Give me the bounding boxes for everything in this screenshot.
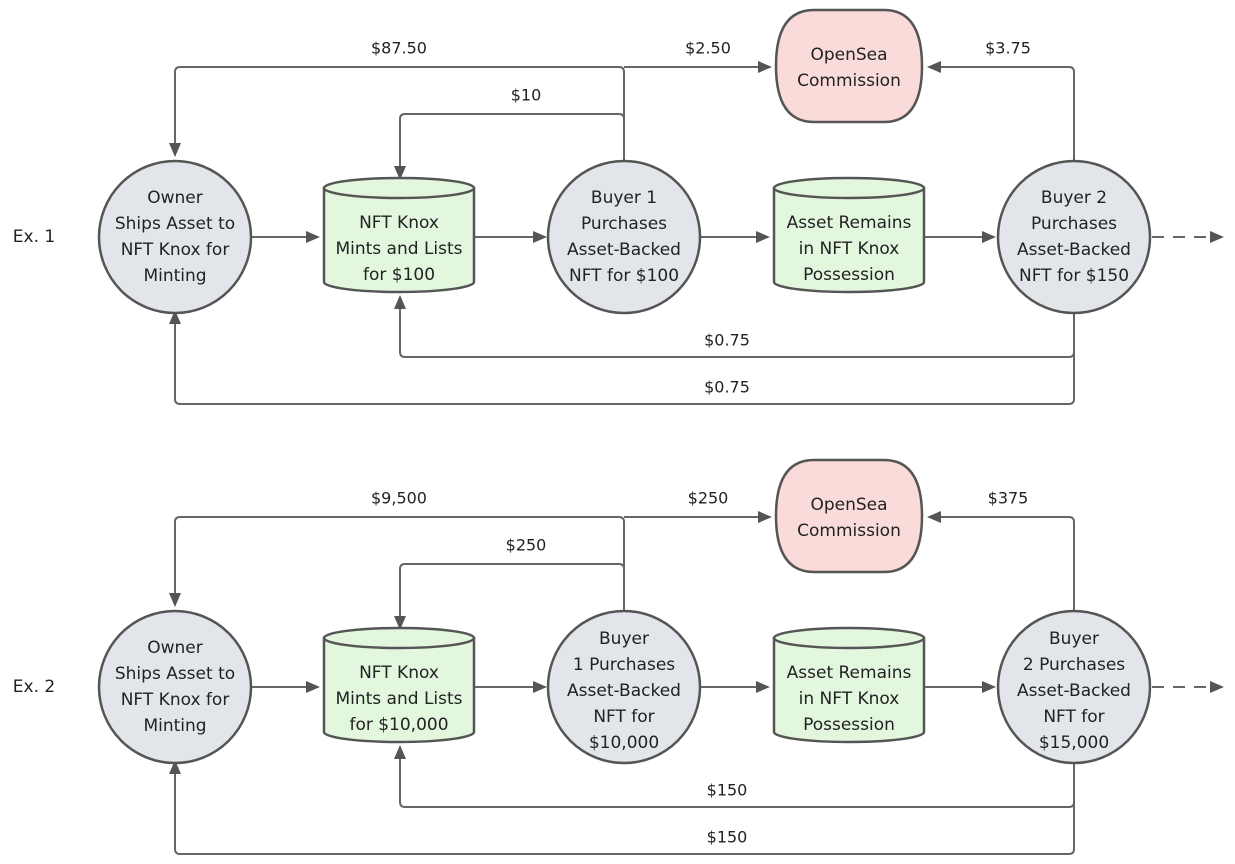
remains-text-line: in NFT Knox: [799, 689, 900, 709]
opensea-text-line: OpenSea: [810, 45, 887, 65]
owner-circle: [97, 609, 253, 765]
buyer1-text-line: Asset-Backed: [567, 240, 681, 260]
edge-buyer2-to-owner: [169, 310, 1075, 405]
remains-text-line: in NFT Knox: [799, 239, 900, 259]
edge-buyer2-to-opensea: [927, 61, 1075, 160]
buyer2-text-line: Asset-Backed: [1017, 681, 1131, 701]
edge-buyer1-to-owner: [169, 66, 625, 160]
amount-label-owner: $9,500: [371, 489, 427, 508]
owner-text-line: NFT Knox for: [121, 240, 230, 260]
edge-buyer1-to-knox: [394, 563, 625, 630]
knox-cylinder-top: [322, 626, 476, 650]
buyer2-text-line: Buyer: [1049, 629, 1099, 649]
knox-cylinder-top: [322, 176, 476, 200]
buyer2-text-line: Purchases: [1031, 214, 1117, 234]
amount-label-buyer2-owner: $0.75: [704, 378, 750, 397]
buyer2-text-line: Buyer 2: [1041, 188, 1107, 208]
amount-label-buyer2-opensea: $3.75: [985, 39, 1031, 58]
buyer2-circle: [996, 609, 1152, 765]
knox-text-line: Mints and Lists: [335, 239, 462, 259]
opensea-text-line: OpenSea: [810, 495, 887, 515]
remains-cylinder-top: [772, 176, 926, 200]
owner-text-line: Minting: [143, 266, 206, 286]
buyer1-text-line: Purchases: [581, 214, 667, 234]
knox-text-line: Mints and Lists: [335, 689, 462, 709]
buyer1-text-line: Buyer: [599, 629, 649, 649]
edge-buyer1-to-owner: [169, 516, 625, 610]
knox-text-line: for $10,000: [349, 715, 448, 735]
knox-text-line: NFT Knox: [359, 663, 439, 683]
buyer2-text-line: Asset-Backed: [1017, 240, 1131, 260]
remains-cylinder-body: [772, 186, 926, 294]
example-label: Ex. 2: [13, 677, 55, 697]
owner-text-line: Ships Asset to: [115, 214, 235, 234]
amount-label-buyer2-knox: $0.75: [704, 331, 750, 350]
buyer1-text-line: Asset-Backed: [567, 681, 681, 701]
buyer1-circle: [546, 159, 702, 315]
remains-text-line: Possession: [803, 715, 895, 735]
remains-cylinder-top: [772, 626, 926, 650]
buyer2-text-line: NFT for: [1043, 707, 1104, 727]
amount-label-buyer2-opensea: $375: [988, 489, 1029, 508]
buyer1-text-line: NFT for: [593, 707, 654, 727]
amount-label-buyer1-knox: $10: [511, 86, 542, 105]
amount-label-buyer2-knox: $150: [707, 781, 748, 800]
remains-text-line: Asset Remains: [787, 213, 912, 233]
remains-text-line: Asset Remains: [787, 663, 912, 683]
buyer1-text-line: NFT for $100: [569, 266, 679, 286]
remains-text-line: Possession: [803, 265, 895, 285]
amount-label-buyer1-opensea: $2.50: [685, 39, 731, 58]
knox-cylinder-body: [322, 636, 476, 744]
buyer2-text-line: NFT for $150: [1019, 266, 1129, 286]
edge-buyer2-to-opensea: [927, 511, 1075, 610]
edge-buyer2-to-owner: [169, 760, 1075, 855]
knox-cylinder-body: [322, 186, 476, 294]
amount-label-buyer2-owner: $150: [707, 828, 748, 847]
knox-text-line: NFT Knox: [359, 213, 439, 233]
buyer2-text-line: 2 Purchases: [1023, 655, 1125, 675]
owner-text-line: Owner: [147, 638, 203, 658]
owner-text-line: Owner: [147, 188, 203, 208]
buyer1-text-line: Buyer 1: [591, 188, 657, 208]
opensea-shape: [774, 458, 924, 574]
opensea-shape: [774, 8, 924, 124]
amount-label-owner: $87.50: [371, 39, 427, 58]
owner-text-line: NFT Knox for: [121, 690, 230, 710]
remains-cylinder-body: [772, 636, 926, 744]
owner-text-line: Ships Asset to: [115, 664, 235, 684]
amount-label-buyer1-opensea: $250: [688, 489, 729, 508]
example-label: Ex. 1: [13, 227, 55, 247]
knox-text-line: for $100: [363, 265, 435, 285]
opensea-text-line: Commission: [797, 521, 901, 541]
buyer2-text-line: $15,000: [1039, 733, 1109, 753]
buyer2-circle: [996, 159, 1152, 315]
amount-label-buyer1-knox: $250: [506, 536, 547, 555]
buyer1-text-line: $10,000: [589, 733, 659, 753]
owner-circle: [97, 159, 253, 315]
owner-text-line: Minting: [143, 716, 206, 736]
opensea-text-line: Commission: [797, 71, 901, 91]
buyer1-text-line: 1 Purchases: [573, 655, 675, 675]
buyer1-circle: [546, 609, 702, 765]
edge-buyer1-to-knox: [394, 113, 625, 180]
